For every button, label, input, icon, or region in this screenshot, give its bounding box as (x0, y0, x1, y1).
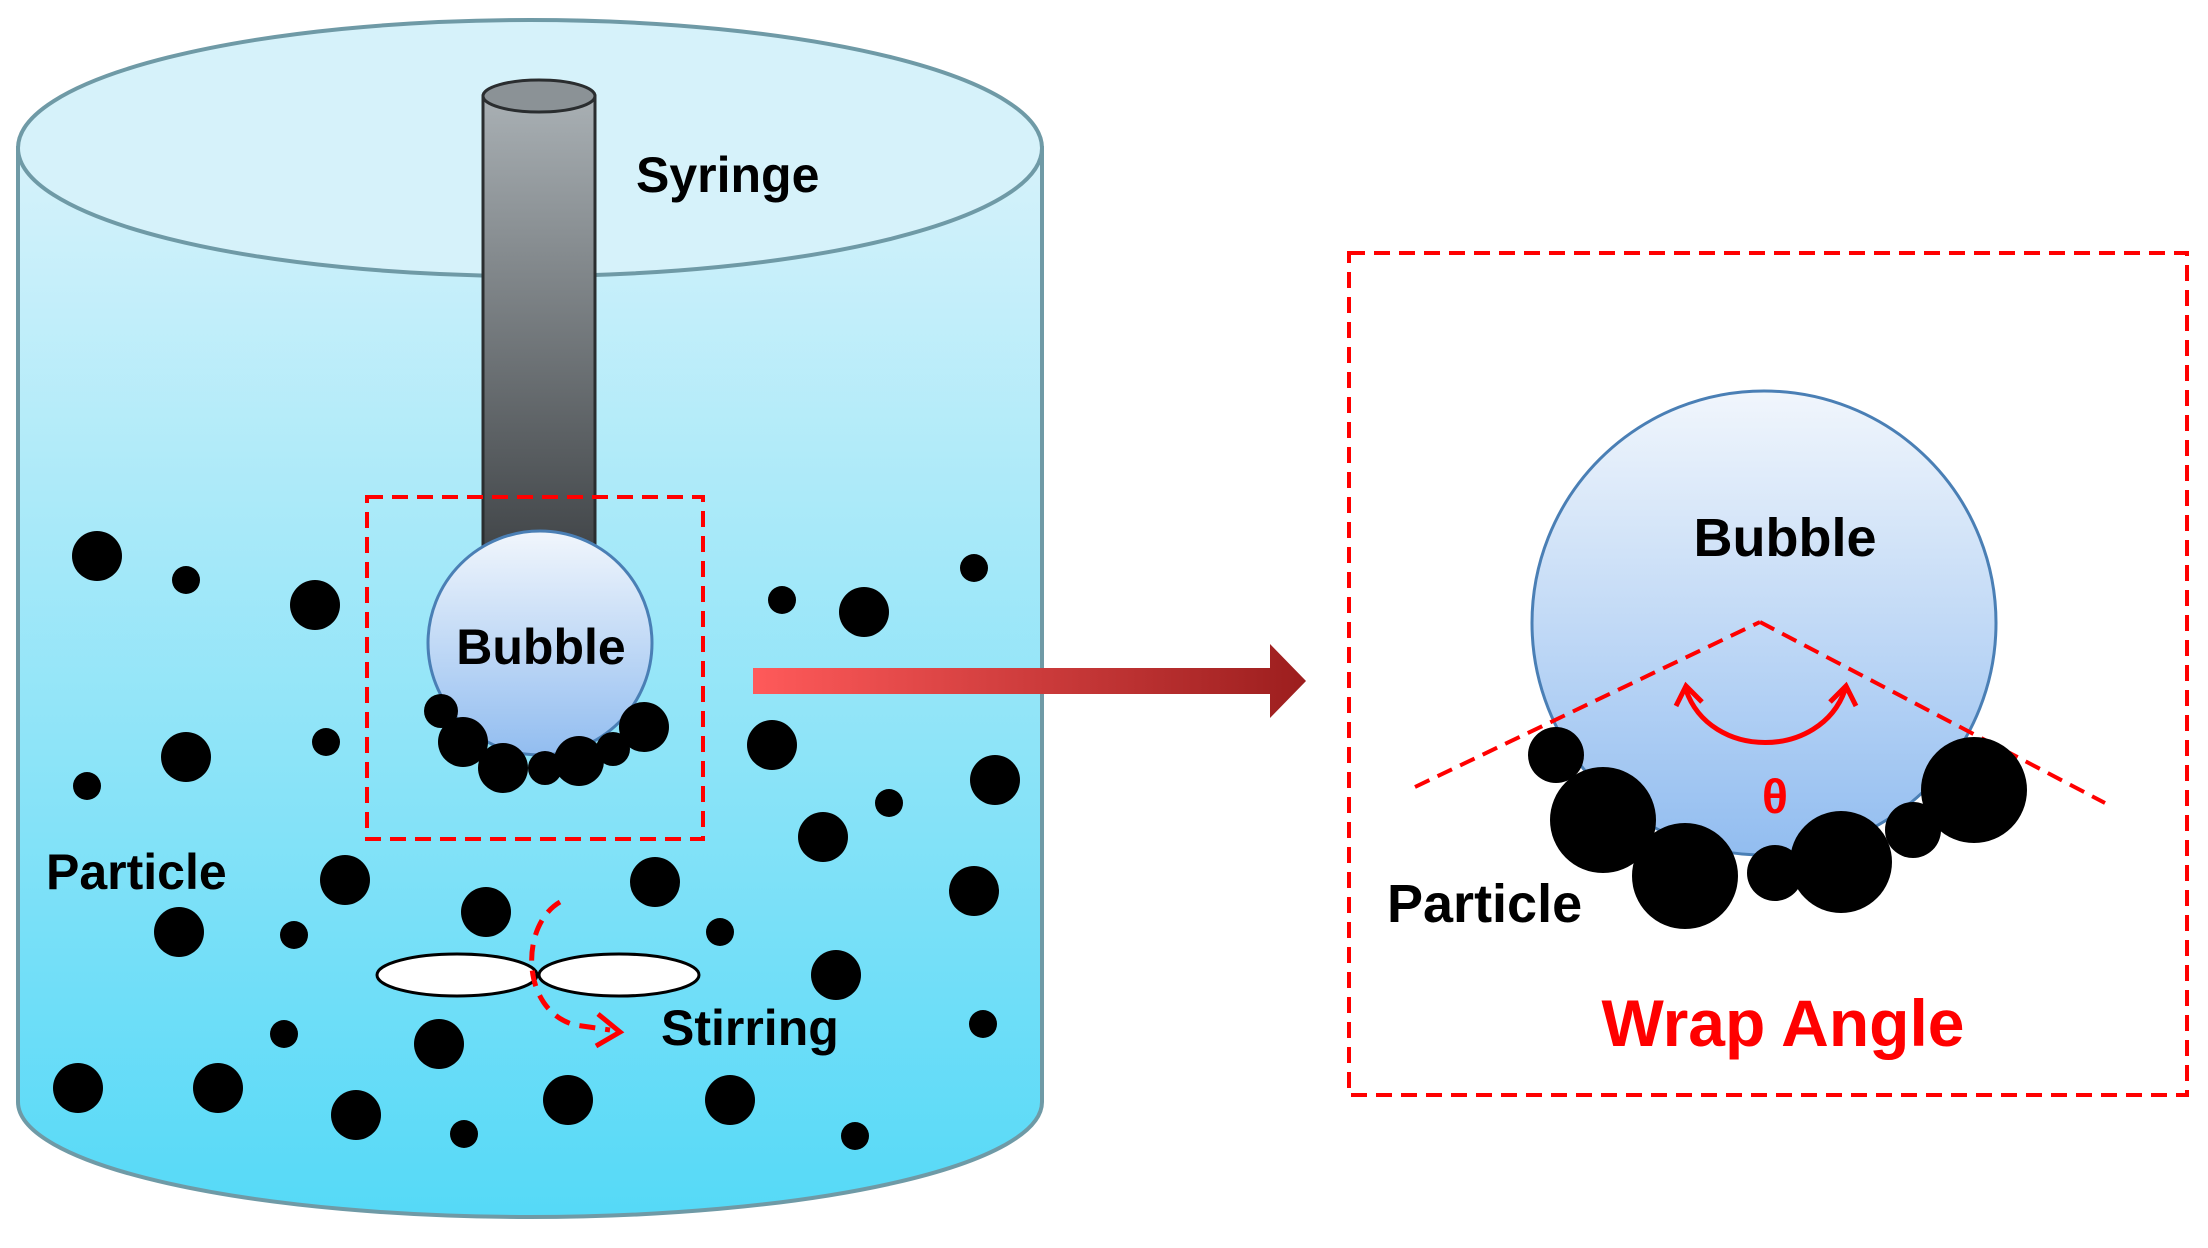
particles-right (1528, 727, 2027, 929)
zoom-box-left (365, 495, 705, 841)
particle (970, 755, 1020, 805)
particle-attached (1921, 737, 2027, 843)
theta-label: θ (1762, 771, 1788, 824)
particle-label-left: Particle (46, 844, 227, 900)
zoom-box-right (1347, 251, 2189, 1097)
particle (172, 566, 200, 594)
stirrer-blade-right (537, 952, 701, 998)
particle (875, 789, 903, 817)
particle (450, 1120, 478, 1148)
particle (193, 1063, 243, 1113)
bubble-label-left: Bubble (456, 619, 625, 675)
particle-attached (438, 717, 488, 767)
particle (154, 907, 204, 957)
particle (290, 580, 340, 630)
particle (811, 950, 861, 1000)
particle (839, 587, 889, 637)
wrap-angle-label: Wrap Angle (1601, 986, 1964, 1060)
bubble-label-right: Bubble (1694, 508, 1877, 568)
particle (312, 728, 340, 756)
stirrer (375, 952, 701, 998)
particle-attached (1632, 823, 1738, 929)
particle (331, 1090, 381, 1140)
particle-attached (478, 743, 528, 793)
particle-attached (1885, 802, 1941, 858)
particle (798, 812, 848, 862)
particle (280, 921, 308, 949)
particle (768, 586, 796, 614)
particle (630, 857, 680, 907)
particle (706, 918, 734, 946)
particle (461, 887, 511, 937)
particle-attached (424, 694, 458, 728)
stirring-label: Stirring (661, 1000, 839, 1056)
particle-attached (1550, 767, 1656, 873)
particle-attached (554, 736, 604, 786)
particle (841, 1122, 869, 1150)
particle (414, 1019, 464, 1069)
particle-label-right: Particle (1387, 874, 1582, 934)
particle (161, 732, 211, 782)
angle-arc (1673, 681, 1859, 745)
particle-attached (619, 702, 669, 752)
syringe-label: Syringe (636, 147, 819, 203)
zoom-arrow (753, 644, 1306, 718)
particle (320, 855, 370, 905)
particle (270, 1020, 298, 1048)
wrap-angle-lines (1414, 620, 2106, 805)
particle-attached (1747, 845, 1803, 901)
syringe (481, 78, 597, 576)
particles-left (53, 531, 1020, 1150)
particle-attached (596, 732, 630, 766)
particle (543, 1075, 593, 1125)
stirring-rotation-arrow (529, 899, 625, 1049)
particle (73, 772, 101, 800)
particle-attached (528, 751, 562, 785)
particle (705, 1075, 755, 1125)
particle (53, 1063, 103, 1113)
stirrer-blade-left (375, 952, 539, 998)
particle (949, 866, 999, 916)
particle (72, 531, 122, 581)
particle-attached (1528, 727, 1584, 783)
particle (969, 1010, 997, 1038)
particle (747, 720, 797, 770)
particle (960, 554, 988, 582)
particle-attached (1790, 811, 1892, 913)
